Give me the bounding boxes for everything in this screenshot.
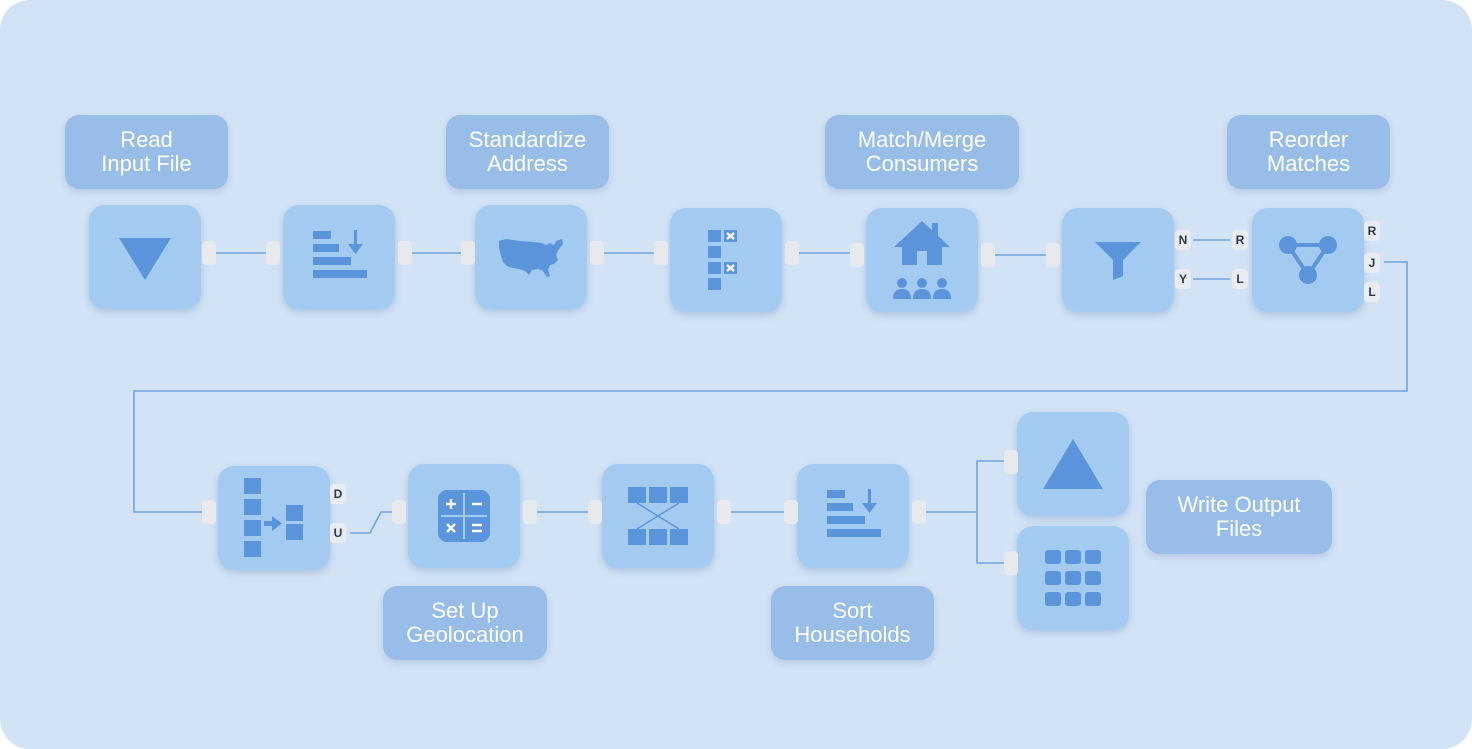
split-port-u[interactable]: U — [330, 523, 346, 543]
join-port-l-out[interactable]: L — [1364, 282, 1380, 302]
standardize-address-label: Standardize Address — [446, 115, 609, 189]
sort-descending-icon — [827, 489, 881, 537]
household-icon — [893, 221, 951, 299]
dedupe-split-input-port[interactable] — [202, 500, 216, 524]
cross-map-node[interactable] — [602, 464, 714, 568]
wire-split-u-geolocation — [350, 511, 396, 534]
reorder-matches-label: Reorder Matches — [1227, 115, 1390, 189]
cross-mapping-icon — [628, 487, 688, 545]
join-port-r-in[interactable]: R — [1232, 230, 1248, 250]
join-port-l-in[interactable]: L — [1232, 269, 1248, 289]
graph-node-icon — [1279, 236, 1337, 284]
cross-map-output-port[interactable] — [717, 500, 731, 524]
reorder-matches-node[interactable] — [1252, 208, 1364, 312]
standardize-address-node[interactable] — [475, 205, 587, 309]
geolocation-label: Set Up Geolocation — [383, 586, 547, 660]
match-merge-label: Match/Merge Consumers — [825, 115, 1019, 189]
grid-icon — [1045, 550, 1101, 606]
geolocation-output-port[interactable] — [523, 500, 537, 524]
filter-input-port[interactable] — [1046, 243, 1060, 267]
filter-node[interactable] — [1062, 208, 1174, 312]
cross-map-input-port[interactable] — [588, 500, 602, 524]
field-filter-node[interactable] — [670, 208, 782, 312]
read-input-output-port[interactable] — [202, 241, 216, 265]
calculator-icon — [438, 490, 490, 542]
split-port-d[interactable]: D — [330, 484, 346, 504]
match-merge-input-port[interactable] — [850, 243, 864, 267]
field-filter-input-port[interactable] — [654, 241, 668, 265]
join-port-j-out[interactable]: J — [1364, 253, 1380, 273]
sort-records-node[interactable] — [283, 205, 395, 309]
triangle-up-icon — [1043, 439, 1103, 489]
match-merge-output-port[interactable] — [981, 243, 995, 267]
filter-port-y[interactable]: Y — [1175, 269, 1191, 289]
write-output-b-input-port[interactable] — [1004, 551, 1018, 575]
write-output-a-node[interactable] — [1017, 412, 1129, 516]
match-merge-node[interactable] — [866, 208, 978, 312]
checklist-x-icon — [708, 230, 737, 290]
dedupe-split-node[interactable] — [218, 466, 330, 570]
standardize-output-port[interactable] — [590, 241, 604, 265]
sort-records-input-port[interactable] — [266, 241, 280, 265]
sort-records-output-port[interactable] — [398, 241, 412, 265]
write-output-b-node[interactable] — [1017, 526, 1129, 630]
sort-households-label: Sort Households — [771, 586, 934, 660]
standardize-input-port[interactable] — [461, 241, 475, 265]
sort-households-node[interactable] — [797, 464, 909, 568]
filter-port-n[interactable]: N — [1175, 230, 1191, 250]
write-output-label: Write Output Files — [1146, 480, 1332, 554]
geolocation-input-port[interactable] — [392, 500, 406, 524]
sort-households-input-port[interactable] — [784, 500, 798, 524]
join-port-r-out[interactable]: R — [1364, 221, 1380, 241]
wire-output-split — [976, 460, 1004, 564]
triangle-down-icon — [119, 238, 171, 280]
split-merge-icon — [244, 478, 303, 557]
sort-descending-icon — [313, 230, 367, 278]
funnel-icon — [1095, 242, 1141, 280]
sort-households-output-port[interactable] — [912, 500, 926, 524]
usa-map-icon — [499, 239, 563, 277]
write-output-a-input-port[interactable] — [1004, 450, 1018, 474]
read-input-node[interactable] — [89, 205, 201, 309]
wire-join-to-split — [133, 261, 1408, 513]
field-filter-output-port[interactable] — [785, 241, 799, 265]
geolocation-node[interactable] — [408, 464, 520, 568]
read-input-label: Read Input File — [65, 115, 228, 189]
